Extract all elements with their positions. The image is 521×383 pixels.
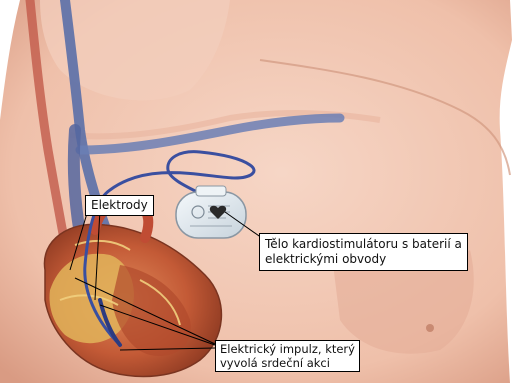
nipple [426, 324, 434, 332]
callout-pacemaker-body: Tělo kardiostimulátoru s baterií a elekt… [259, 233, 468, 271]
callout-pacemaker-body-line2: elektrickými obvody [265, 252, 462, 267]
callout-electrodes: Elektrody [85, 195, 154, 216]
callout-electrodes-text: Elektrody [91, 198, 148, 213]
callout-impulse: Elektrický impulz, který vyvolá srdeční … [215, 340, 360, 372]
callout-impulse-line1: Elektrický impulz, který [220, 342, 355, 356]
callout-impulse-line2: vyvolá srdeční akci [220, 356, 355, 370]
callout-pacemaker-body-line1: Tělo kardiostimulátoru s baterií a [265, 237, 462, 252]
